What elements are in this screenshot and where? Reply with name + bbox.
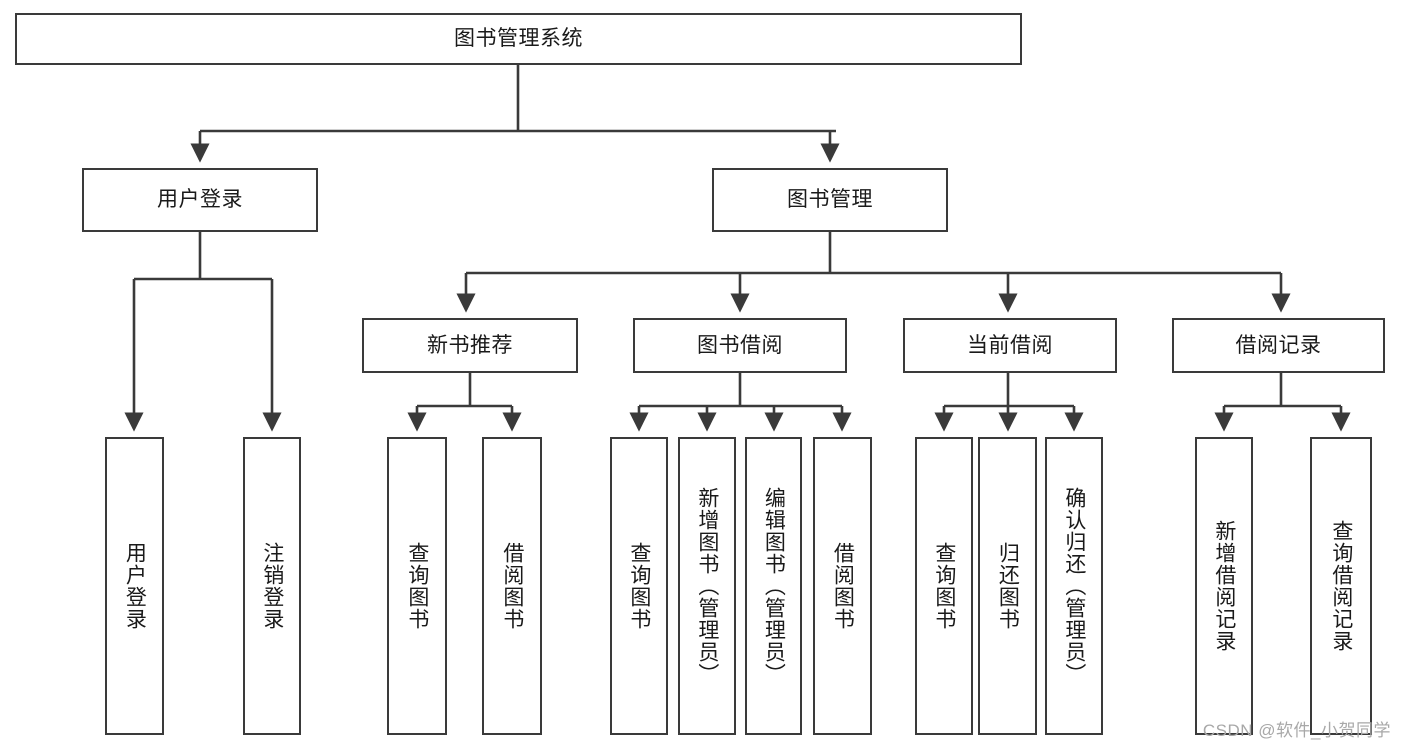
leaf-add-borrow-record-label: 新增借阅记录: [1212, 520, 1236, 652]
node-current-borrow[interactable]: 当前借阅: [903, 318, 1117, 373]
node-user-login[interactable]: 用户登录: [82, 168, 318, 232]
leaf-borrow-book-label: 借阅图书: [831, 542, 855, 630]
node-new-book-recommend-label: 新书推荐: [427, 333, 513, 357]
node-current-borrow-label: 当前借阅: [967, 333, 1053, 357]
node-book-manage-label: 图书管理: [787, 188, 873, 212]
node-root[interactable]: 图书管理系统: [15, 13, 1022, 65]
leaf-return-book[interactable]: 归还图书: [978, 437, 1037, 735]
leaf-return-book-label: 归还图书: [996, 542, 1020, 630]
leaf-confirm-return-admin-label: 确认归还（管理员）: [1062, 487, 1086, 685]
leaf-user-login[interactable]: 用户登录: [105, 437, 164, 735]
leaf-logout-login-label: 注销登录: [260, 542, 284, 630]
csdn-watermark: CSDN @软件_小贺同学: [1202, 721, 1391, 740]
node-new-book-recommend[interactable]: 新书推荐: [362, 318, 578, 373]
node-book-borrow[interactable]: 图书借阅: [633, 318, 847, 373]
leaf-logout-login[interactable]: 注销登录: [243, 437, 301, 735]
leaf-query-book-cur-label: 查询图书: [932, 542, 956, 630]
leaf-edit-book-admin-label: 编辑图书（管理员）: [762, 487, 786, 685]
leaf-add-book-admin[interactable]: 新增图书（管理员）: [678, 437, 736, 735]
leaf-borrow-book-rec[interactable]: 借阅图书: [482, 437, 542, 735]
leaf-user-login-label: 用户登录: [123, 542, 147, 630]
leaf-query-borrow-record-label: 查询借阅记录: [1329, 520, 1353, 652]
node-root-label: 图书管理系统: [454, 27, 583, 51]
leaf-query-book-cur[interactable]: 查询图书: [915, 437, 973, 735]
leaf-query-book-borrow-label: 查询图书: [627, 542, 651, 630]
leaf-query-book-rec[interactable]: 查询图书: [387, 437, 447, 735]
node-book-borrow-label: 图书借阅: [697, 333, 783, 357]
node-book-manage[interactable]: 图书管理: [712, 168, 948, 232]
leaf-borrow-book[interactable]: 借阅图书: [813, 437, 872, 735]
leaf-add-book-admin-label: 新增图书（管理员）: [695, 487, 719, 685]
leaf-query-book-rec-label: 查询图书: [405, 542, 429, 630]
leaf-query-borrow-record[interactable]: 查询借阅记录: [1310, 437, 1372, 735]
leaf-edit-book-admin[interactable]: 编辑图书（管理员）: [745, 437, 802, 735]
node-user-login-label: 用户登录: [157, 188, 243, 212]
leaf-query-book-borrow[interactable]: 查询图书: [610, 437, 668, 735]
leaf-confirm-return-admin[interactable]: 确认归还（管理员）: [1045, 437, 1103, 735]
node-borrow-record-label: 借阅记录: [1235, 333, 1322, 357]
node-borrow-record[interactable]: 借阅记录: [1172, 318, 1385, 373]
leaf-borrow-book-rec-label: 借阅图书: [500, 542, 524, 630]
leaf-add-borrow-record[interactable]: 新增借阅记录: [1195, 437, 1253, 735]
